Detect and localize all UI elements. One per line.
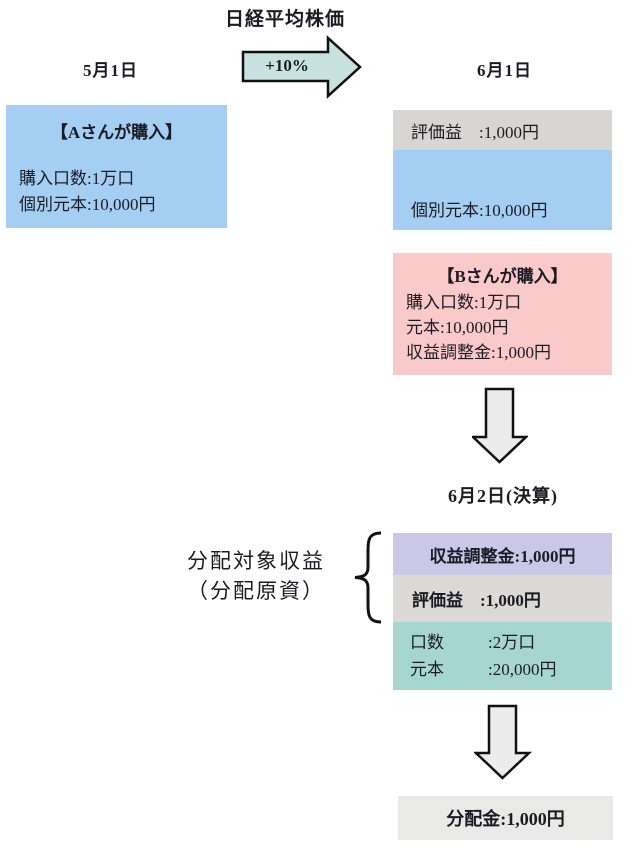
total-units-value: :2万口	[488, 633, 536, 652]
down-arrow-icon-1	[472, 387, 528, 465]
income-adjustment-text: 収益調整金:1,000円	[429, 546, 576, 566]
individual-principal-box-june: 個別元本:10,000円	[393, 150, 612, 230]
buyer-b-units-line: 購入口数:1万口	[406, 293, 522, 312]
distribution-amount-box: 分配金:1,000円	[398, 796, 613, 840]
buyer-b-adjustment-line: 収益調整金:1,000円	[406, 343, 551, 362]
buyer-a-title: 【Aさんが購入】	[50, 123, 183, 142]
date-june-1: 6月1日	[477, 61, 532, 80]
total-principal-value: :20,000円	[488, 660, 557, 679]
distribution-source-label: 分配対象収益 （分配原資）	[187, 546, 325, 606]
left-brace-icon	[349, 530, 385, 625]
total-principal-label: 元本	[410, 660, 444, 679]
buyer-a-principal-line: 個別元本:10,000円	[19, 195, 156, 214]
growth-percentage-label: +10%	[265, 56, 309, 75]
buyer-b-principal-line: 元本:10,000円	[406, 318, 509, 337]
valuation-gain-box-settlement: 評価益 :1,000円	[393, 575, 612, 622]
income-adjustment-box: 収益調整金:1,000円	[393, 533, 612, 575]
distribution-amount-text: 分配金:1,000円	[446, 809, 565, 829]
total-principal-row: 元本 :20,000円	[410, 656, 612, 683]
individual-principal-text: 個別元本:10,000円	[411, 201, 548, 220]
total-units-principal-box: 口数 :2万口 元本 :20,000円	[393, 622, 612, 690]
down-arrow-icon-2	[474, 704, 532, 781]
buyer-a-units-line: 購入口数:1万口	[19, 169, 135, 188]
total-units-label: 口数	[410, 633, 444, 652]
distribution-source-line1: 分配対象収益	[187, 549, 325, 573]
valuation-gain-box-june: 評価益 :1,000円	[393, 110, 612, 150]
date-may-1: 5月1日	[83, 61, 138, 80]
valuation-gain-june-text: 評価益 :1,000円	[411, 122, 539, 142]
distribution-source-line2: （分配原資）	[187, 579, 325, 603]
buyer-b-box: 【Bさんが購入】 購入口数:1万口 元本:10,000円 収益調整金:1,000…	[393, 253, 612, 375]
buyer-a-box: 【Aさんが購入】 購入口数:1万口 個別元本:10,000円	[6, 105, 227, 228]
valuation-gain-settlement-text: 評価益 :1,000円	[412, 591, 541, 610]
date-june-2: 6月2日(決算)	[448, 486, 558, 506]
growth-right-arrow-icon	[240, 35, 364, 99]
buyer-b-title: 【Bさんが購入】	[437, 267, 568, 286]
total-units-row: 口数 :2万口	[410, 629, 612, 656]
diagram-title: 日経平均株価	[224, 9, 346, 30]
